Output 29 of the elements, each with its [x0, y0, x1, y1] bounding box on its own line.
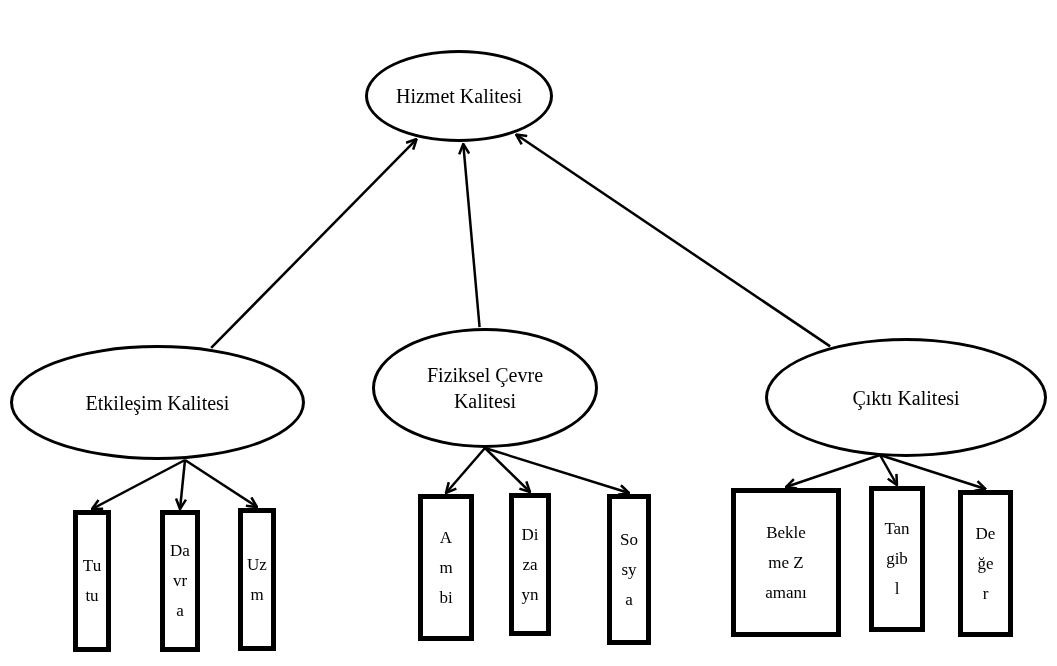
rect-node: [418, 494, 474, 641]
node-label: Uzm: [247, 553, 267, 606]
node-label: Ambi: [438, 526, 454, 609]
rect-node: [731, 488, 841, 637]
rect-node: [869, 486, 925, 632]
node-label: Hizmet Kalitesi: [394, 84, 524, 109]
arrow: [184, 458, 259, 509]
rect-node: [607, 494, 651, 645]
rect-node: [958, 490, 1013, 637]
arrow: [457, 142, 481, 328]
arrow: [174, 459, 188, 511]
node-label: Sosya: [619, 528, 639, 611]
arrow: [514, 133, 831, 348]
node-label: Fiziksel Çevre Kalitesi: [425, 363, 545, 414]
rect-node: [509, 493, 551, 636]
rect-node: [160, 510, 200, 652]
arrow: [90, 458, 186, 511]
node-label: Değer: [975, 522, 996, 605]
node-label: Bekleme Zamanı: [765, 521, 807, 604]
node-label: Dizayn: [520, 523, 540, 606]
node-label: Tangibl: [884, 518, 910, 600]
node-label: Davra: [170, 540, 190, 622]
arrow: [444, 447, 486, 495]
node-label: Çıktı Kalitesi: [851, 385, 961, 411]
node-label: Etkileşim Kalitesi: [84, 390, 231, 416]
rect-node: [238, 508, 276, 651]
rect-node: [73, 510, 111, 652]
arrow: [484, 447, 532, 494]
node-label: Tutu: [82, 555, 102, 607]
